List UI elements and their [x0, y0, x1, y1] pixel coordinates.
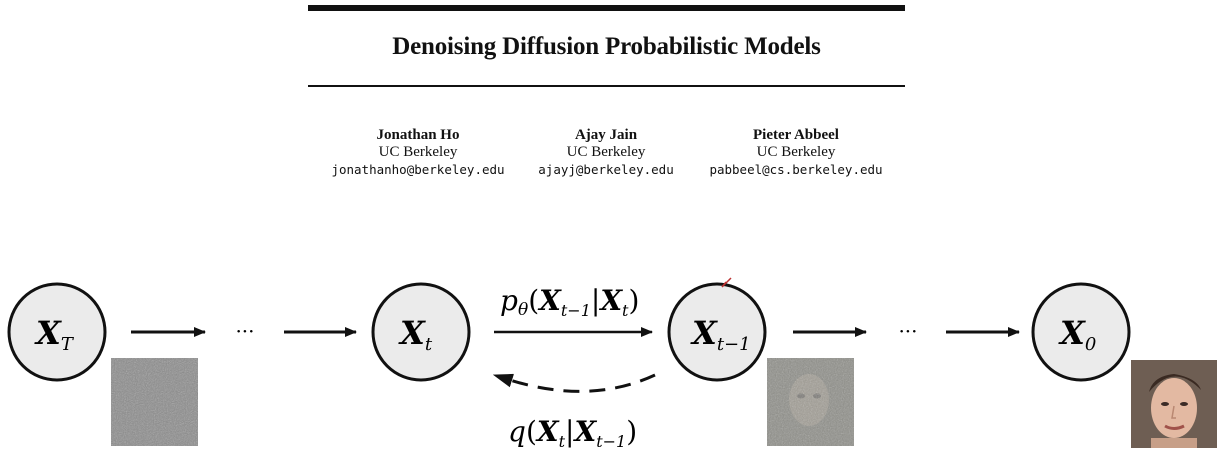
node-x-T: XT: [7, 282, 107, 382]
node-x-t: Xt: [371, 282, 471, 382]
reverse-process-label: pθ(Xt−1|Xt): [500, 284, 639, 320]
node-x-0: X0: [1031, 282, 1131, 382]
node-circle: [7, 282, 107, 382]
node-circle: [1031, 282, 1131, 382]
svg-text:XT: XT: [34, 314, 75, 355]
svg-text:Xt−1: Xt−1: [690, 314, 751, 355]
node-subscript: t−1: [717, 334, 751, 355]
author-email: ajayj@berkeley.edu: [538, 162, 674, 177]
forward-process-label: q(Xt|Xt−1): [508, 415, 637, 451]
partially-denoised-image: [767, 358, 854, 446]
node-variable: X: [34, 314, 62, 352]
generated-face-image: [1131, 360, 1217, 448]
node-subscript: t: [425, 334, 433, 355]
title-rule-bottom: [308, 85, 905, 87]
chain-ellipsis: ···: [235, 319, 254, 343]
author-name: Jonathan Ho: [376, 127, 460, 143]
forward-process-arrow: [492, 373, 656, 393]
author-email: pabbeel@cs.berkeley.edu: [709, 162, 883, 177]
node-circle: [667, 282, 767, 382]
title-rule-top: [308, 5, 905, 11]
author-email: jonathanho@berkeley.edu: [331, 162, 505, 177]
chain-ellipsis: ···: [898, 319, 917, 343]
noise-image: [111, 358, 198, 446]
svg-text:X0: X0: [1058, 314, 1096, 355]
author-affiliation: UC Berkeley: [756, 144, 836, 160]
author-block: Pieter Abbeel UC Berkeley pabbeel@cs.ber…: [696, 127, 896, 178]
author-name: Ajay Jain: [574, 127, 638, 143]
node-variable: X: [690, 314, 718, 352]
node-variable: X: [398, 314, 426, 352]
node-circle: [371, 282, 471, 382]
author-block: Jonathan Ho UC Berkeley jonathanho@berke…: [318, 127, 518, 178]
author-affiliation: UC Berkeley: [378, 144, 458, 160]
node-variable: X: [1058, 314, 1086, 352]
paper-title: Denoising Diffusion Probabilistic Models: [392, 33, 821, 60]
node-subscript: T: [61, 334, 75, 355]
node-subscript: 0: [1085, 334, 1096, 355]
author-block: Ajay Jain UC Berkeley ajayj@berkeley.edu: [506, 127, 706, 178]
svg-text:Xt: Xt: [398, 314, 433, 355]
author-affiliation: UC Berkeley: [566, 144, 646, 160]
author-name: Pieter Abbeel: [753, 127, 839, 143]
node-x-t-minus-1: Xt−1: [667, 282, 767, 382]
cursor-mark: [721, 277, 732, 288]
